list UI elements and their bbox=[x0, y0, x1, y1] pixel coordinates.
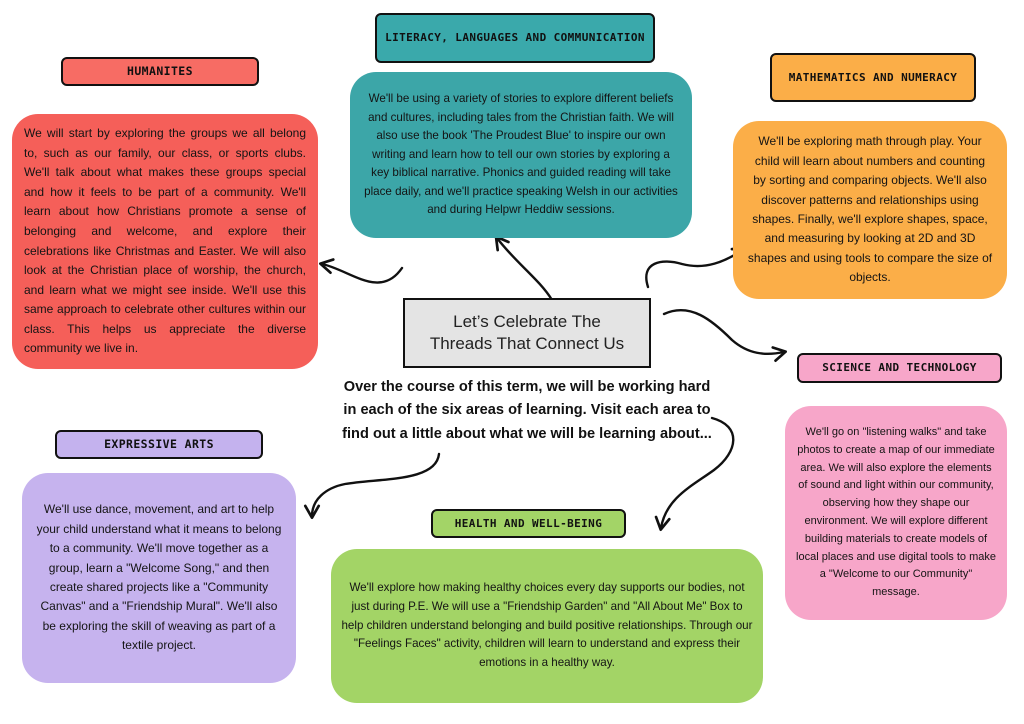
humanities-text: We will start by exploring the groups we… bbox=[24, 126, 306, 356]
expressive-arts-label: EXPRESSIVE ARTS bbox=[55, 430, 263, 459]
maths-text: We'll be exploring math through play. Yo… bbox=[747, 134, 993, 285]
science-card: We'll go on "listening walks" and take p… bbox=[785, 406, 1007, 620]
literacy-text: We'll be using a variety of stories to e… bbox=[364, 92, 678, 217]
arrow-to-maths bbox=[645, 246, 747, 289]
health-card: We'll explore how making healthy choices… bbox=[331, 549, 763, 703]
maths-label: MATHEMATICS AND NUMERACY bbox=[770, 53, 976, 102]
expressive-arts-card: We'll use dance, movement, and art to he… bbox=[22, 473, 296, 683]
health-label: HEALTH AND WELL-BEING bbox=[431, 509, 626, 538]
literacy-card: We'll be using a variety of stories to e… bbox=[350, 72, 692, 238]
center-title-box: Let’s Celebrate The Threads That Connect… bbox=[403, 298, 651, 368]
arrow-to-science bbox=[662, 308, 787, 362]
arrow-to-humanities bbox=[319, 258, 404, 284]
center-title-line-1: Let’s Celebrate The bbox=[453, 311, 601, 331]
humanities-label: HUMANITES bbox=[61, 57, 259, 86]
expressive-arts-text: We'll use dance, movement, and art to he… bbox=[36, 502, 282, 653]
literacy-label: LITERACY, LANGUAGES AND COMMUNICATION bbox=[375, 13, 655, 63]
arrow-to-expressive bbox=[303, 452, 441, 520]
science-text: We'll go on "listening walks" and take p… bbox=[796, 425, 996, 599]
humanities-card: We will start by exploring the groups we… bbox=[12, 114, 318, 369]
center-title-line-2: Threads That Connect Us bbox=[429, 334, 625, 353]
maths-card: We'll be exploring math through play. Yo… bbox=[733, 121, 1007, 299]
health-text: We'll explore how making healthy choices… bbox=[341, 581, 753, 670]
intro-text: Over the course of this term, we will be… bbox=[342, 379, 712, 442]
arrow-to-literacy bbox=[494, 235, 554, 302]
science-label: SCIENCE AND TECHNOLOGY bbox=[797, 353, 1002, 383]
